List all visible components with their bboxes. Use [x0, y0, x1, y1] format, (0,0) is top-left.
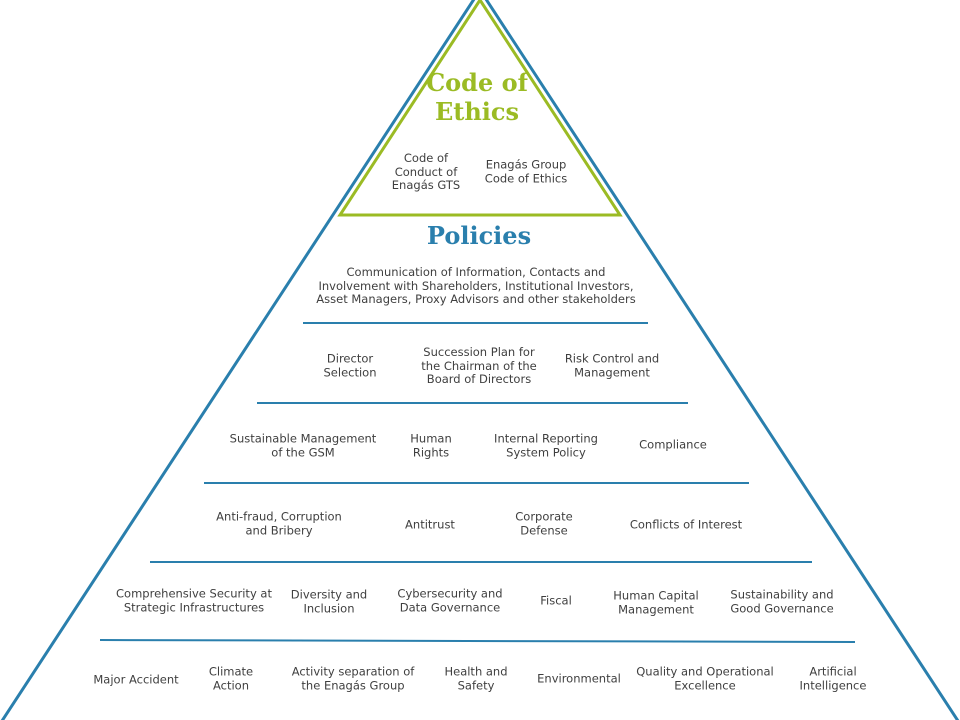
- policy-compliance: Compliance: [639, 437, 707, 452]
- policy-sustainable-gsm: Sustainable Management of the GSM: [229, 431, 377, 459]
- policy-human-capital: Human Capital Management: [613, 588, 699, 616]
- policy-environmental: Environmental: [537, 671, 621, 686]
- policy-cybersecurity: Cybersecurity and Data Governance: [397, 586, 503, 614]
- policy-fiscal: Fiscal: [540, 593, 572, 608]
- policy-quality-excellence: Quality and Operational Excellence: [636, 664, 774, 692]
- ethics-title: Code of Ethics: [426, 68, 528, 126]
- policy-major-accident: Major Accident: [93, 672, 179, 687]
- policy-internal-reporting: Internal Reporting System Policy: [494, 431, 598, 459]
- policies-title: Policies: [426, 221, 532, 250]
- policy-corporate-defense: Corporate Defense: [515, 509, 573, 537]
- tier-divider-5: [99, 639, 856, 643]
- policy-anti-fraud: Anti-fraud, Corruption and Bribery: [216, 509, 342, 537]
- ethics-item-conduct-gts: Code of Conduct of Enagás GTS: [391, 150, 461, 192]
- policy-climate-action: Climate Action: [208, 664, 254, 692]
- ethics-triangle: [337, 0, 623, 217]
- policy-communication: Communication of Information, Contacts a…: [316, 264, 636, 306]
- policy-health-safety: Health and Safety: [444, 664, 508, 692]
- policy-succession-plan: Succession Plan for the Chairman of the …: [421, 344, 537, 386]
- policy-antitrust: Antitrust: [405, 517, 455, 532]
- policy-artificial-intelligence: Artificial Intelligence: [799, 664, 867, 692]
- policy-risk-control: Risk Control and Management: [564, 351, 660, 379]
- policy-diversity-inclusion: Diversity and Inclusion: [290, 587, 368, 615]
- ethics-item-group-code: Enagás Group Code of Ethics: [484, 157, 568, 185]
- policy-activity-separation: Activity separation of the Enagás Group: [291, 664, 415, 692]
- policy-conflicts-of-interest: Conflicts of Interest: [629, 517, 743, 532]
- policy-sustainability-governance: Sustainability and Good Governance: [730, 587, 834, 615]
- policy-human-rights: Human Rights: [410, 431, 452, 459]
- policy-comprehensive-security: Comprehensive Security at Strategic Infr…: [116, 586, 272, 614]
- policy-director-selection: Director Selection: [323, 351, 377, 379]
